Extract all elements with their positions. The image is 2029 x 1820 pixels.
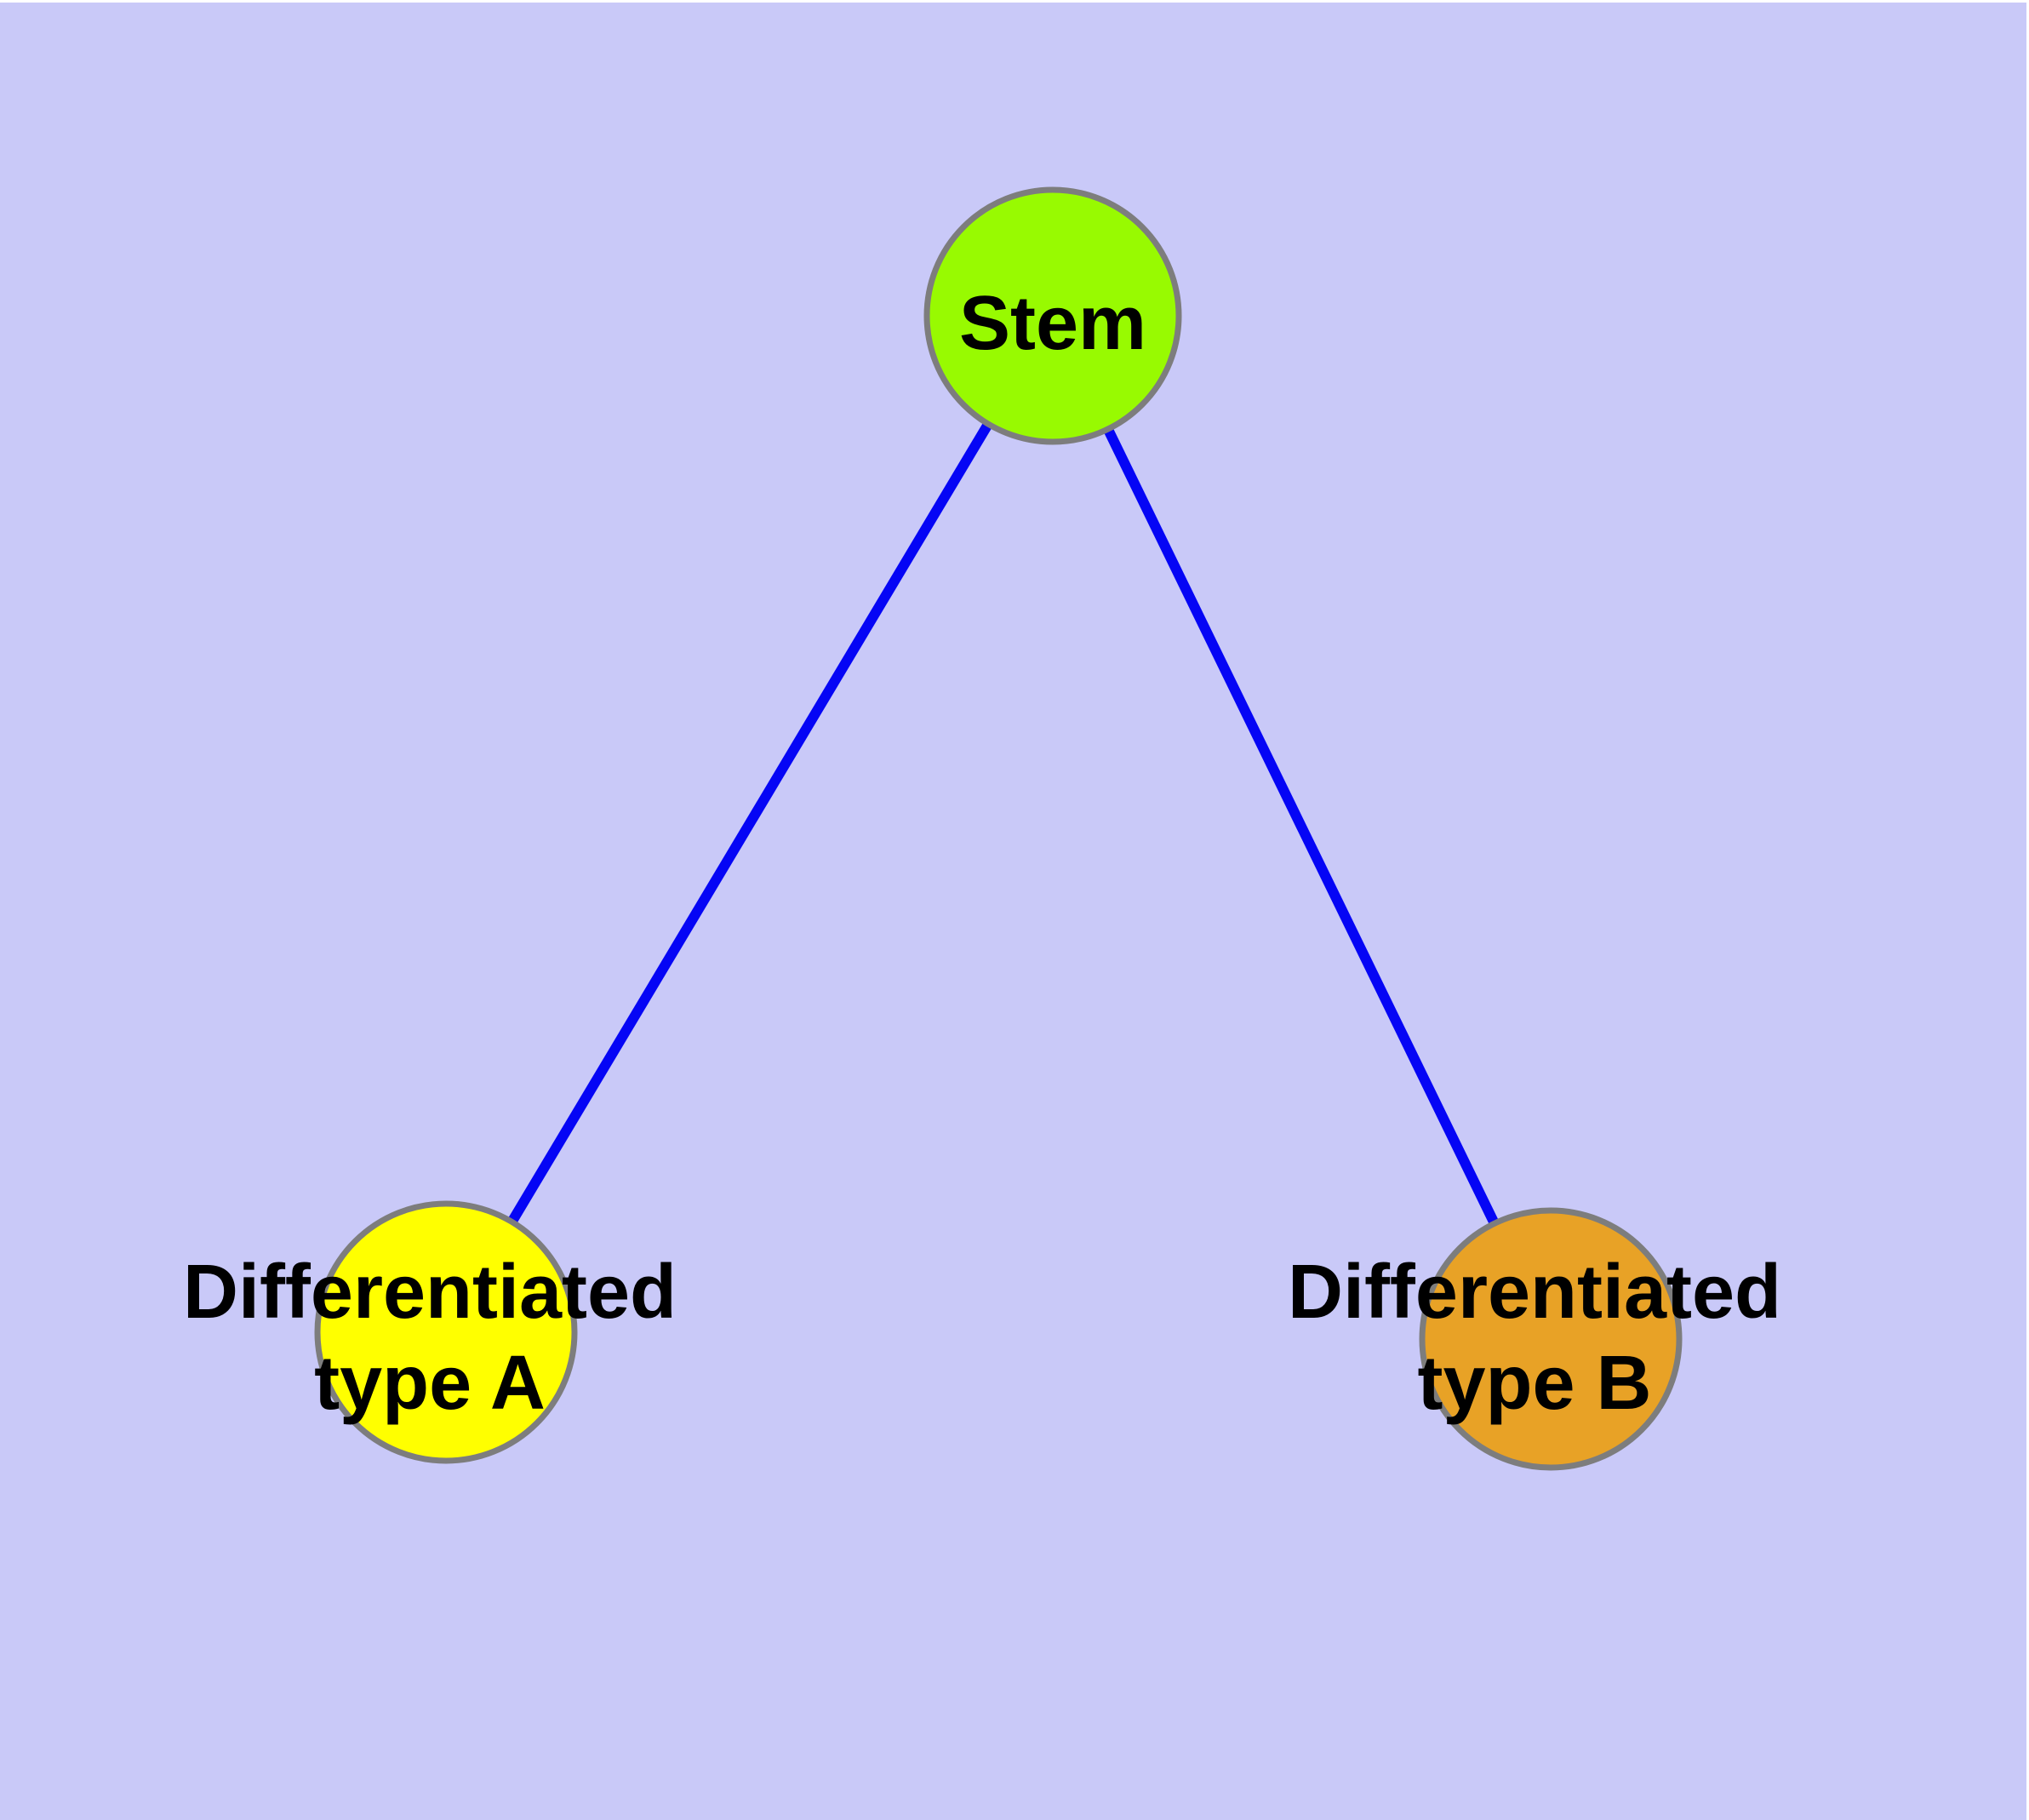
edge-stem-to-type-b bbox=[1048, 313, 1556, 1342]
type-a-node bbox=[314, 1200, 578, 1464]
type-a-node-label-line2: type A bbox=[314, 1341, 546, 1426]
edge-stem-to-type-a bbox=[441, 312, 1058, 1336]
type-b-node bbox=[1419, 1207, 1683, 1471]
stem-node bbox=[923, 186, 1182, 445]
type-b-node-label-line2: type B bbox=[1417, 1341, 1651, 1426]
type-a-node-label-line1: Differentiated bbox=[183, 1250, 677, 1335]
type-b-node-label-line1: Differentiated bbox=[1288, 1250, 1781, 1335]
stem-node-label: Stem bbox=[959, 281, 1146, 366]
